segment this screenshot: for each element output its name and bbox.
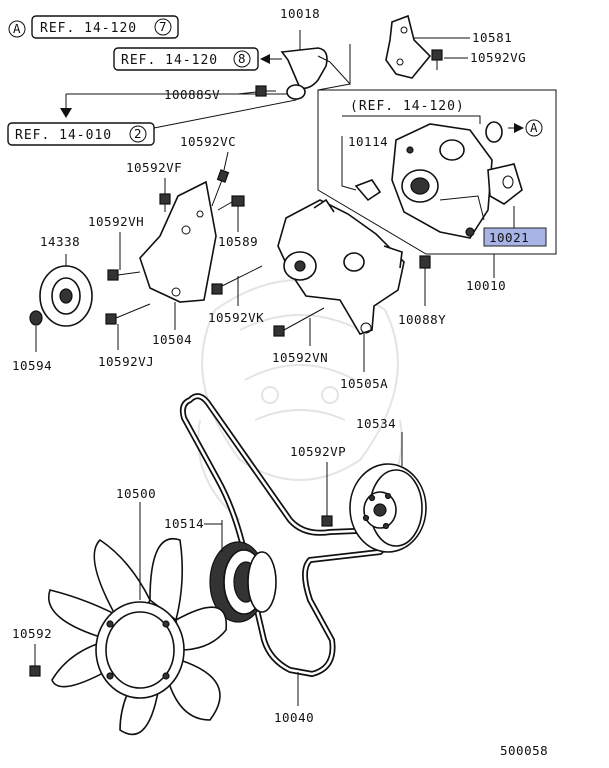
part-10018-outlet-pipe[interactable] xyxy=(280,30,351,100)
ref-box-14-010-2[interactable] xyxy=(7,122,155,146)
label-10504: 10504 xyxy=(152,332,192,347)
part-10594-nut[interactable] xyxy=(29,310,43,352)
label-10592VP: 10592VP xyxy=(290,444,346,459)
part-10592VN-bolt[interactable] xyxy=(273,307,325,346)
part-10088SV-bolt[interactable] xyxy=(237,85,276,97)
part-10592-bolt[interactable] xyxy=(29,644,41,677)
ref-circle-a xyxy=(8,20,26,38)
part-10589-bolt[interactable] xyxy=(217,195,245,232)
label-10514: 10514 xyxy=(164,516,204,531)
label-10592VG: 10592VG xyxy=(470,50,526,65)
ref-a-arrow-head xyxy=(514,123,524,133)
ref-num-circle-7 xyxy=(154,18,172,36)
part-10505A-fan-bracket[interactable] xyxy=(277,198,405,372)
part-10592VH-bolt[interactable] xyxy=(107,232,141,281)
part-14338-idler-pulley[interactable] xyxy=(39,254,93,327)
part-10514-fan-clutch[interactable] xyxy=(209,520,277,623)
ref-group-top: A REF. 14-120 7 REF. 14-120 8 REF. 14-01… xyxy=(7,15,297,146)
part-10040-belt[interactable] xyxy=(179,393,390,706)
ref-arrow-head xyxy=(260,54,270,64)
label-10592VF: 10592VF xyxy=(126,160,182,175)
label-10592VJ: 10592VJ xyxy=(98,354,154,369)
ref-num-circle-2 xyxy=(129,125,147,143)
ref-14-120-paren: (REF. 14-120) xyxy=(350,99,465,114)
label-10581: 10581 xyxy=(472,30,512,45)
ref-box-14-120-8[interactable] xyxy=(113,47,259,71)
label-10021: 10021 xyxy=(489,230,529,245)
part-10581-bracket[interactable] xyxy=(385,14,470,79)
ref-box-14-120-7-label: REF. 14-120 xyxy=(40,21,137,36)
pump-group-frame xyxy=(317,89,557,255)
label-10021-highlight[interactable] xyxy=(483,227,547,247)
part-10592VF-bolt[interactable] xyxy=(159,178,171,212)
part-o-ring[interactable] xyxy=(485,121,503,143)
ref-box-14-010-2-label: REF. 14-010 xyxy=(15,128,112,143)
part-10592VK-bolt[interactable] xyxy=(211,265,263,306)
part-10504-bracket[interactable] xyxy=(139,180,217,330)
label-10592VK: 10592VK xyxy=(208,310,264,325)
diagram-id: 500058 xyxy=(500,743,548,758)
label-10592VN: 10592VN xyxy=(272,350,328,365)
label-10592VC: 10592VC xyxy=(180,134,236,149)
ref-circle-a-label: A xyxy=(13,21,21,36)
label-10589: 10589 xyxy=(218,234,258,249)
ref-num-7: 7 xyxy=(159,19,167,34)
ref-num-circle-8 xyxy=(233,50,251,68)
pump-frame-connector xyxy=(317,83,351,91)
label-10010: 10010 xyxy=(466,278,506,293)
label-14338: 14338 xyxy=(40,234,80,249)
part-10021-water-pump[interactable] xyxy=(391,123,523,239)
ref-num-8: 8 xyxy=(238,51,246,66)
label-10594: 10594 xyxy=(12,358,52,373)
part-10534-pulley[interactable] xyxy=(349,432,427,553)
label-10114: 10114 xyxy=(348,134,388,149)
ref-circle-a-2 xyxy=(525,119,543,137)
ref-down-arrow xyxy=(60,108,72,118)
part-10592VJ-bolt[interactable] xyxy=(105,303,151,350)
label-10040: 10040 xyxy=(274,710,314,725)
label-10505A: 10505A xyxy=(340,376,388,391)
label-10018: 10018 xyxy=(280,6,320,21)
part-10592VC-bolt[interactable] xyxy=(211,151,230,207)
label-10592VH: 10592VH xyxy=(88,214,144,229)
part-10500-fan[interactable] xyxy=(48,502,228,736)
ref-box-14-120-8-label: REF. 14-120 xyxy=(121,53,218,68)
label-10592: 10592 xyxy=(12,626,52,641)
part-10592VP-bolt[interactable] xyxy=(321,462,333,527)
ref-circle-a-2-label: A xyxy=(530,120,538,135)
label-10088Y: 10088Y xyxy=(398,312,446,327)
part-10592VG-bolt[interactable] xyxy=(431,49,468,70)
label-10534: 10534 xyxy=(356,416,396,431)
ref-paren-leader xyxy=(342,115,481,124)
label-10500: 10500 xyxy=(116,486,156,501)
part-10088Y-bolt[interactable] xyxy=(419,255,431,306)
ref-num-2: 2 xyxy=(134,126,142,141)
label-10088SV: 10088SV xyxy=(164,87,220,102)
part-10114-gasket[interactable] xyxy=(341,136,382,202)
ref-box-14-120-7[interactable] xyxy=(31,15,179,39)
